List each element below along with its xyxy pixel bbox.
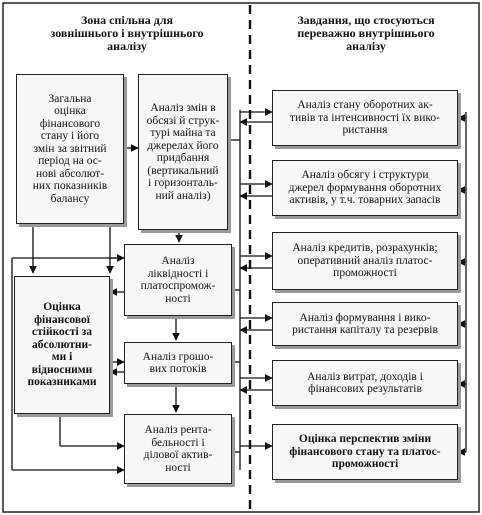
right-connectors: [239, 108, 467, 456]
box-working-capital: Аналіз стану оборотних ак- тивів та інте…: [272, 90, 458, 146]
box-wc-sources: Аналіз обсягу і структури джерел формува…: [272, 160, 458, 216]
box-general-assessment: Загальна оцінка фінансового стану і його…: [16, 74, 124, 224]
box-profitability-analysis: Аналіз рента- бельності і ділової актив-…: [124, 414, 232, 484]
box-cashflow-analysis: Аналіз грошо- вих потоків: [124, 342, 232, 384]
box-structure-analysis: Аналіз змін в обсязі й струк- турі майна…: [138, 74, 228, 230]
box-prospects-assessment: Оцінка перспектив зміни фінансового стан…: [272, 424, 458, 480]
header-right: Завдання, що стосуються переважно внутрі…: [297, 13, 435, 53]
header-left: Зона спільна для зовнішнього і внутрішнь…: [50, 13, 204, 53]
box-financial-stability: Оцінка фінансової стійкості за абсолютни…: [14, 276, 110, 414]
left-connectors: [11, 110, 241, 474]
box-costs-analysis: Аналіз витрат, доходів і фінансових резу…: [272, 360, 458, 406]
box-credits-analysis: Аналіз кредитів, розрахунків; оперативни…: [272, 232, 458, 290]
box-liquidity-analysis: Аналіз ліквідності і платоспромож- ності: [124, 244, 232, 316]
box-capital-analysis: Аналіз формування і вико- ристання капіт…: [272, 302, 458, 346]
